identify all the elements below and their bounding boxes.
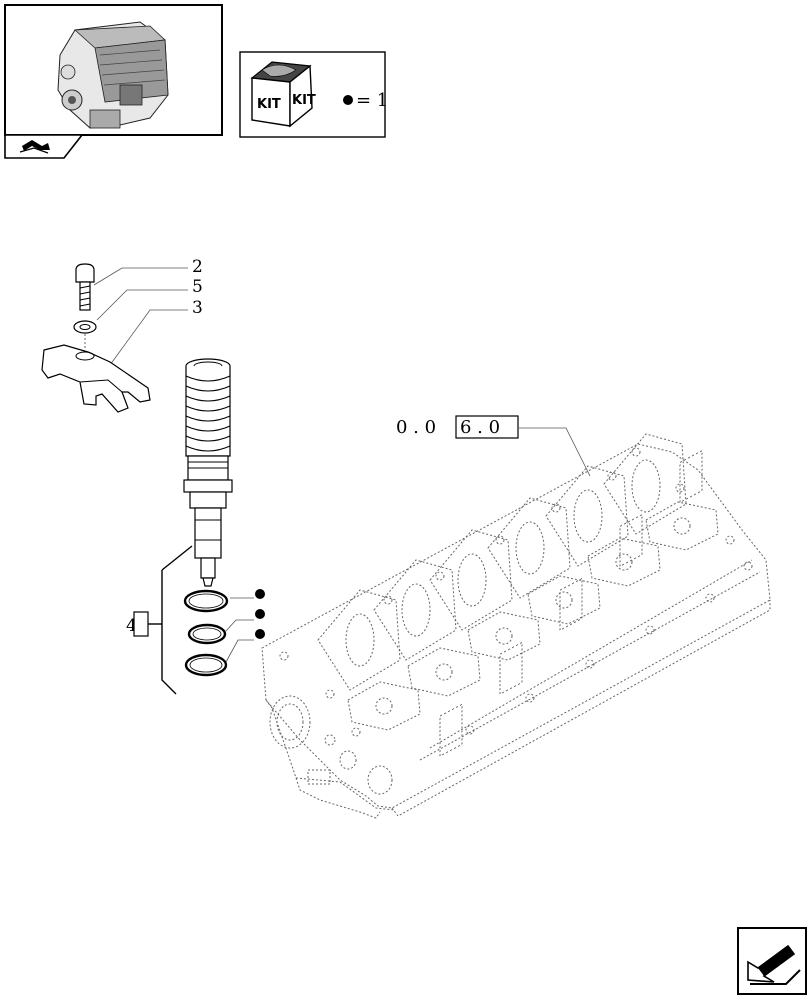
kit-box-icon: KIT KIT [250, 61, 316, 128]
kit-equals-text: = 1 [356, 90, 388, 111]
kit-dot-icon [255, 629, 265, 639]
kit-legend: KIT KIT = 1 [239, 51, 388, 138]
callout-4-bracket [148, 545, 193, 695]
next-page-button[interactable] [737, 927, 807, 995]
washer-part[interactable] [73, 320, 97, 334]
injector-pads [347, 501, 719, 731]
reference-code[interactable]: 0 . 0 6 . 0 [396, 415, 519, 439]
seal-leaders [224, 597, 254, 663]
reference-leader [518, 427, 591, 477]
kit-dot-icon [255, 589, 265, 599]
next-page-arrow-icon [747, 944, 801, 985]
callout-3[interactable]: 3 [192, 298, 203, 318]
clamp-bracket-part[interactable] [41, 344, 151, 413]
kit-label-right: KIT [292, 93, 316, 108]
cylinder-head-outline [261, 433, 771, 819]
reference-code-prefix: 0 . 0 [396, 417, 436, 438]
callout-4-group[interactable]: 4 [126, 611, 149, 637]
callout-5[interactable]: 5 [192, 277, 203, 297]
engine-thumbnail[interactable] [4, 4, 223, 136]
injector-part[interactable] [183, 358, 233, 587]
engine-icon [57, 21, 169, 129]
seal-ring-2[interactable] [187, 623, 227, 645]
callout-2[interactable]: 2 [192, 257, 203, 277]
callout-leaders [93, 267, 188, 366]
seal-ring-3[interactable] [184, 653, 228, 677]
seal-ring-1[interactable] [183, 589, 229, 613]
kit-label-left: KIT [257, 97, 281, 112]
side-ports [439, 449, 703, 757]
callout-4: 4 [126, 616, 137, 636]
kit-dot-icon [255, 609, 265, 619]
screw-part[interactable] [75, 263, 95, 311]
kit-dot-icon [343, 95, 353, 105]
reference-code-boxed: 6 . 0 [460, 417, 500, 438]
bolt-holes [279, 447, 753, 735]
cylinder-bays [317, 433, 687, 691]
book-arrow-icon [19, 140, 50, 154]
book-arrow-tab[interactable] [4, 134, 84, 159]
